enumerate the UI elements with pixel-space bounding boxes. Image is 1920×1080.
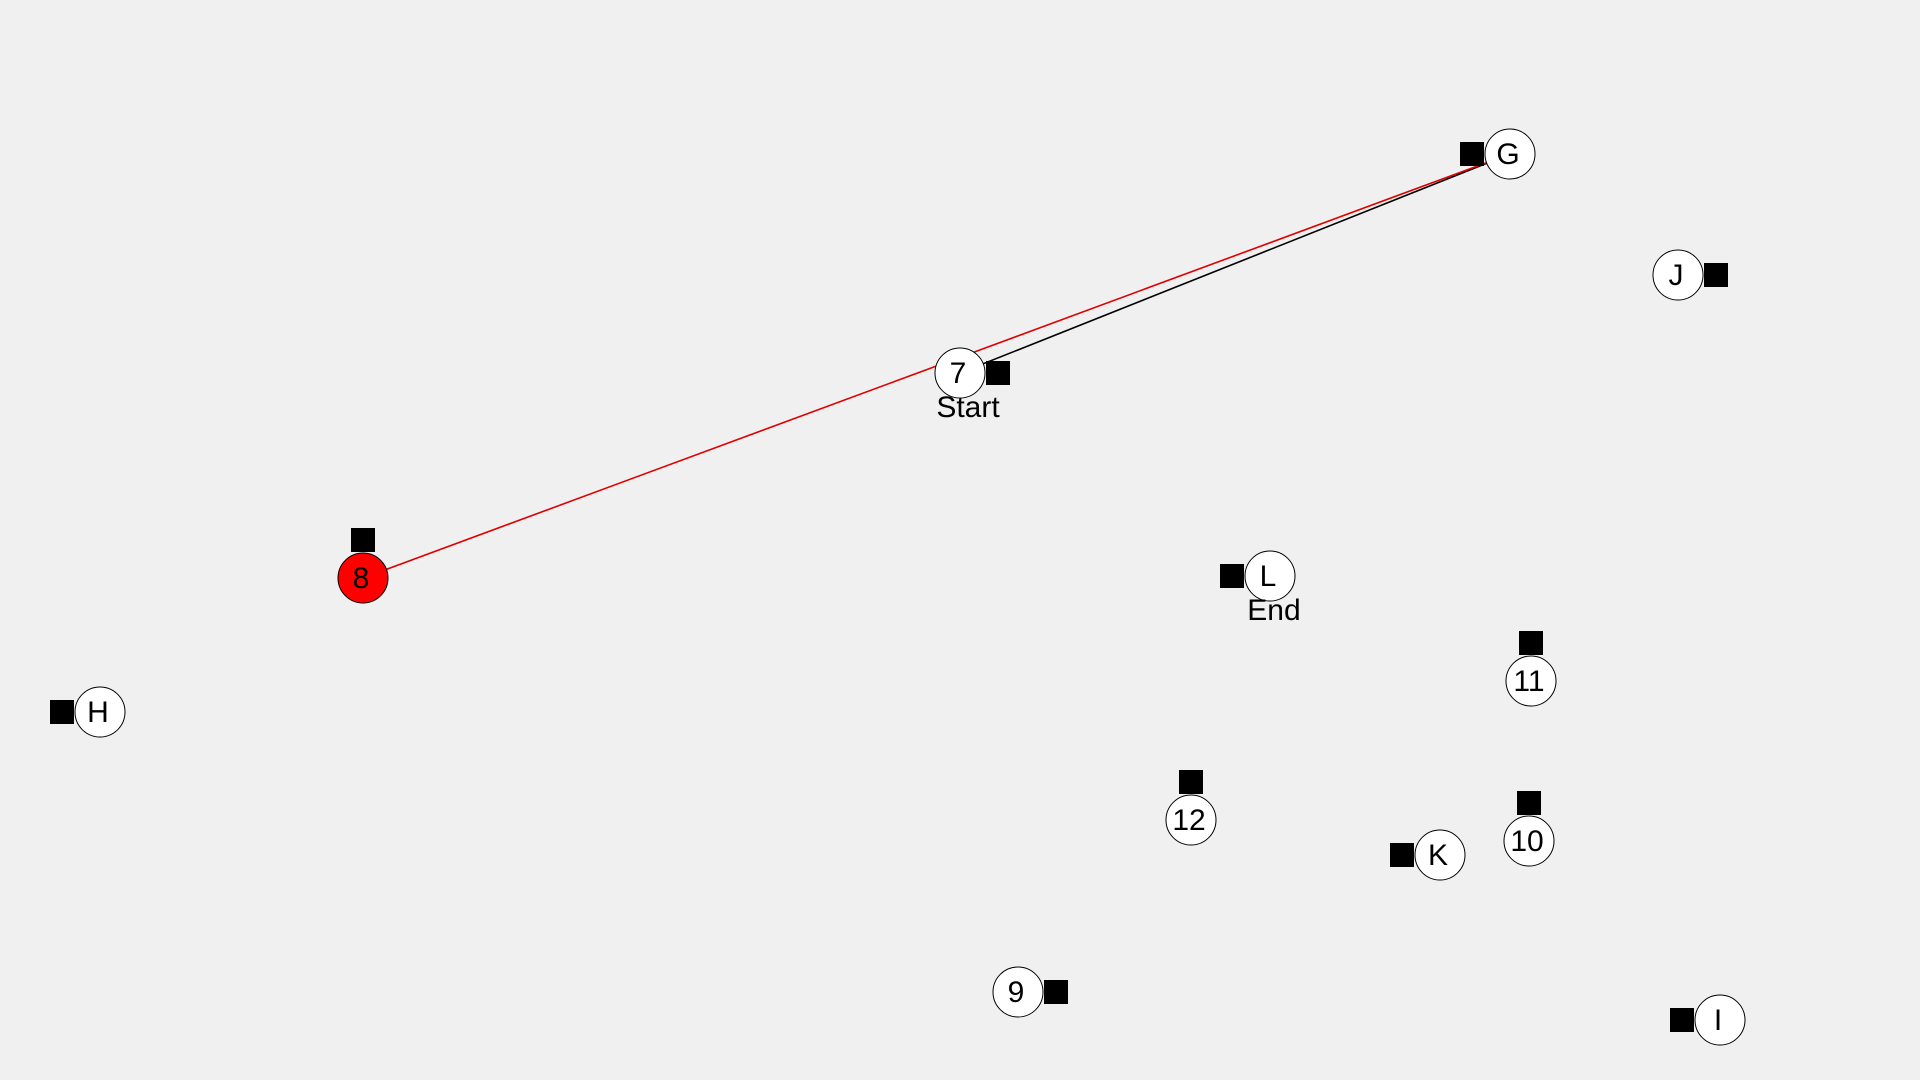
node-l[interactable]: L — [1220, 550, 1296, 602]
node-label: 9 — [1008, 976, 1025, 1009]
black-square-marker-icon — [1044, 980, 1068, 1004]
node-10[interactable]: 10 — [1503, 791, 1555, 867]
node-circle — [1505, 655, 1557, 707]
node-label: G — [1496, 138, 1519, 171]
start-label: Start — [936, 391, 1000, 424]
node-circle — [934, 347, 986, 399]
node-circle — [1652, 249, 1704, 301]
node-circle — [992, 966, 1044, 1018]
node-circle — [1694, 994, 1746, 1046]
node-9[interactable]: 9 — [992, 966, 1068, 1018]
node-label: L — [1260, 560, 1277, 593]
node-label: J — [1669, 259, 1684, 292]
node-circle — [1484, 128, 1536, 180]
node-label: 11 — [1513, 665, 1544, 698]
node-label: 8 — [353, 562, 370, 595]
node-circle — [1503, 815, 1555, 867]
node-label: H — [87, 696, 109, 729]
black-square-marker-icon — [1460, 142, 1484, 166]
black-square-marker-icon — [1704, 263, 1728, 287]
node-8[interactable]: 8 — [337, 528, 389, 604]
node-7[interactable]: 7 — [934, 347, 1010, 399]
node-i[interactable]: I — [1670, 994, 1746, 1046]
node-circle — [1165, 794, 1217, 846]
node-h[interactable]: H — [50, 686, 126, 738]
node-j[interactable]: J — [1652, 249, 1728, 301]
black-square-marker-icon — [1220, 564, 1244, 588]
node-circle — [337, 552, 389, 604]
black-square-marker-icon — [1517, 791, 1541, 815]
node-circle — [74, 686, 126, 738]
node-11[interactable]: 11 — [1505, 631, 1557, 707]
node-circle — [1244, 550, 1296, 602]
black-square-marker-icon — [351, 528, 375, 552]
end-label: End — [1247, 594, 1300, 627]
node-label: I — [1714, 1004, 1722, 1037]
black-square-marker-icon — [1179, 770, 1203, 794]
black-square-marker-icon — [1519, 631, 1543, 655]
node-circle — [1414, 829, 1466, 881]
black-square-marker-icon — [1670, 1008, 1694, 1032]
node-k[interactable]: K — [1390, 829, 1466, 881]
node-label: K — [1428, 839, 1448, 872]
black-square-marker-icon — [1390, 843, 1414, 867]
node-label: 12 — [1172, 804, 1205, 837]
node-g[interactable]: G — [1460, 128, 1536, 180]
node-12[interactable]: 12 — [1165, 770, 1217, 846]
black-square-marker-icon — [50, 700, 74, 724]
black-square-marker-icon — [986, 361, 1010, 385]
node-label: 10 — [1510, 825, 1543, 858]
path-line-7-G — [959, 153, 1511, 374]
node-label: 7 — [950, 357, 967, 390]
